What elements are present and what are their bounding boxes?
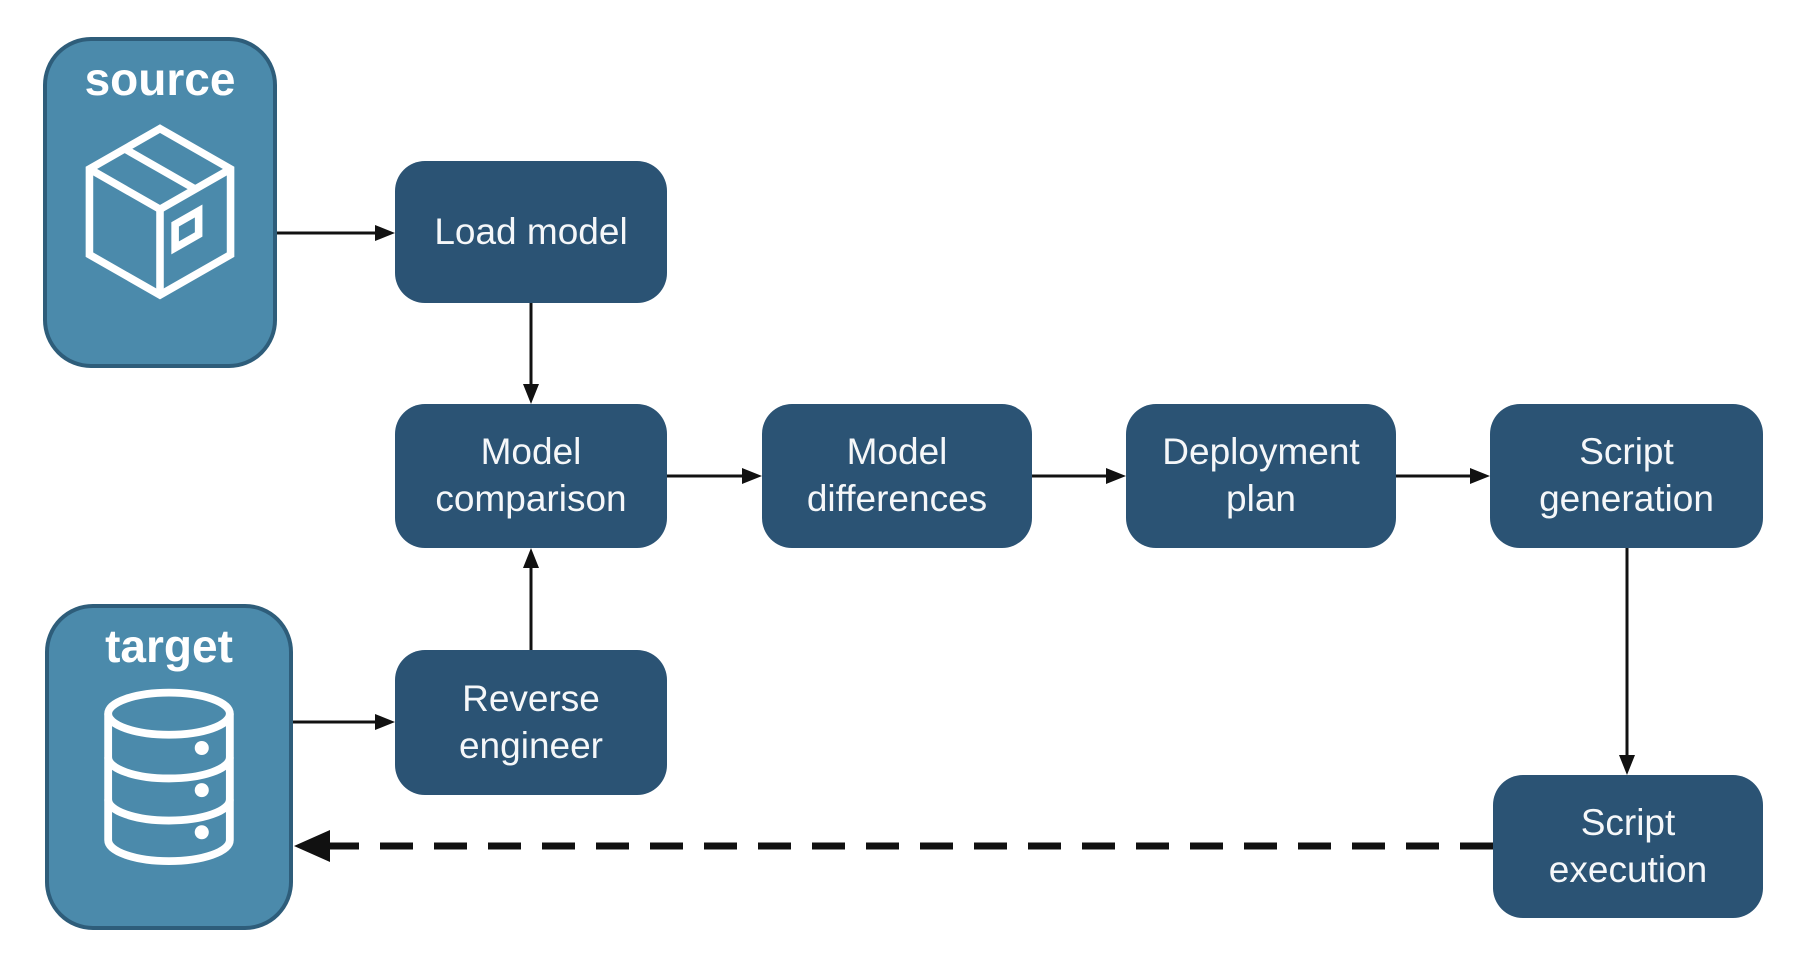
edge-reverse-engineer-to-model-comparison bbox=[523, 548, 539, 650]
step-script-generation-label: Script generation bbox=[1539, 431, 1714, 519]
step-load-model: Load model bbox=[395, 161, 667, 303]
step-deployment-plan: Deployment plan bbox=[1126, 404, 1396, 548]
entity-source: source bbox=[43, 37, 277, 368]
step-load-model-label: Load model bbox=[434, 210, 628, 252]
entity-source-label: source bbox=[84, 53, 236, 105]
step-script-generation: Script generation bbox=[1490, 404, 1763, 548]
package-icon bbox=[85, 124, 235, 300]
step-script-execution: Script execution bbox=[1493, 775, 1763, 918]
edge-deployment-plan-to-script-generation bbox=[1396, 468, 1490, 484]
step-model-comparison: Model comparison bbox=[395, 404, 667, 548]
edge-source-to-load-model bbox=[277, 225, 395, 241]
step-model-differences: Model differences bbox=[762, 404, 1032, 548]
step-script-execution-label: Script execution bbox=[1548, 801, 1708, 890]
edge-script-generation-to-script-execution bbox=[1619, 548, 1635, 775]
edge-target-to-reverse-engineer bbox=[293, 714, 395, 730]
step-reverse-engineer-label: Reverse engineer bbox=[458, 677, 603, 766]
edge-model-comparison-to-model-differences bbox=[667, 468, 762, 484]
entity-target: target bbox=[45, 604, 293, 930]
edge-load-model-to-model-comparison bbox=[523, 303, 539, 404]
edge-script-execution-to-target bbox=[294, 830, 1493, 862]
database-icon bbox=[104, 688, 234, 865]
step-reverse-engineer: Reverse engineer bbox=[395, 650, 667, 795]
step-model-differences-label: Model differences bbox=[806, 431, 988, 519]
entity-target-label: target bbox=[105, 620, 233, 672]
step-deployment-plan-label: Deployment plan bbox=[1162, 431, 1360, 519]
edge-model-differences-to-deployment-plan bbox=[1032, 468, 1126, 484]
step-model-comparison-label: Model comparison bbox=[435, 431, 627, 519]
